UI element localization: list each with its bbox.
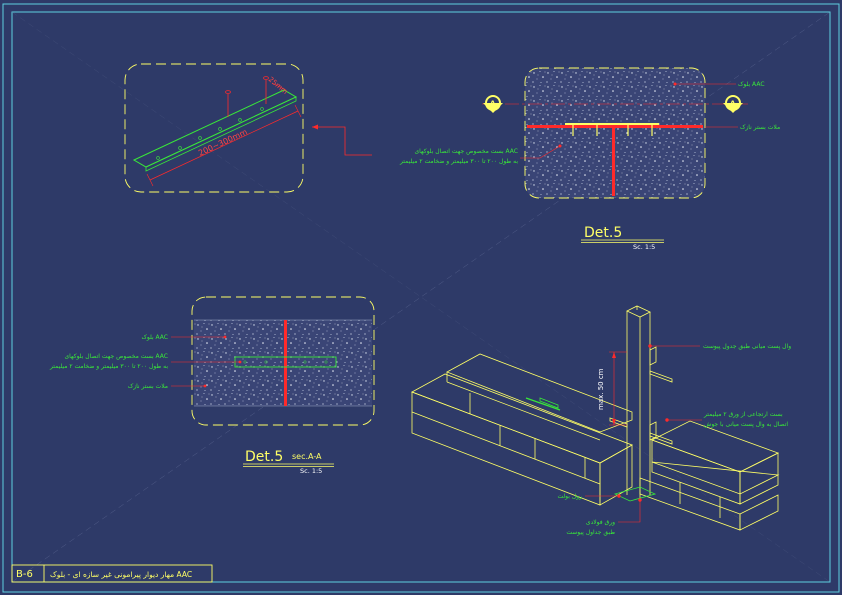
iso-label-angle-line1: بست ارتجاعی از ورق ۲ میلیمتر: [703, 411, 783, 418]
spacing-dimension-label: max. 50 cm: [597, 368, 605, 410]
iso-label-sheet-line1: ورق فولادی: [586, 519, 615, 526]
section-marker-right-label: A: [730, 100, 736, 108]
iso-label-angle-line2: اتصال به وال پست میانی با جوش: [704, 421, 788, 428]
section-marker-left: A: [483, 95, 503, 113]
section-marker-left-label: A: [490, 100, 496, 108]
iso-label-bolt: رول بولت: [557, 493, 582, 500]
det5-label-mortar: ملات بستر نازک: [740, 123, 780, 131]
sec-label-plate-line2: به طول ۲۰۰ تا ۳۰۰ میلیمتر و ضخامت ۲ میلی…: [49, 363, 168, 370]
sheet-title: مهار دیوار پیرامونی غیر سازه ای - بلوک A…: [50, 570, 192, 579]
sec-label-block: بلوک AAC: [141, 333, 168, 341]
iso-label-post: وال پست میانی طبق جدول پیوست: [703, 343, 791, 350]
det5-elevation: [482, 67, 748, 199]
sheet-inner-border: [11, 11, 831, 583]
isometric-wall: [411, 305, 780, 531]
sec-scale: Sc. 1:5: [300, 467, 322, 475]
plate-length-dimension: 200~300mm: [197, 127, 249, 158]
title-block: [11, 564, 213, 583]
det5-label-block: بلوک AAC: [738, 80, 765, 88]
sec-title: Det.5: [245, 449, 283, 465]
sec-section-label: sec.A-A: [292, 452, 322, 461]
det5-section: [171, 296, 375, 426]
section-marker-right: A: [723, 95, 743, 113]
plate-detail: 200~300mm 25mm: [124, 63, 304, 193]
det5-leaders: [520, 83, 738, 159]
isometric-leaders: [585, 344, 702, 523]
sec-label-mortar: ملات بستر نازک: [128, 382, 168, 390]
plate-leader: [312, 124, 372, 156]
det5-scale: Sc. 1:5: [633, 243, 655, 251]
sheet-number: B-6: [16, 569, 33, 580]
det5-label-plate-line1: بست مخصوص جهت اتصال بلوکهای AAC: [414, 148, 518, 155]
top-plate: [525, 397, 561, 411]
det5-label-plate-line2: به طول ۲۰۰ تا ۳۰۰ میلیمتر و ضخامت ۲ میلی…: [399, 158, 518, 165]
spacing-dimension: [609, 351, 627, 426]
sheet-outer-border: [2, 3, 840, 593]
det5-title: Det.5: [584, 225, 622, 241]
sec-label-plate-line1: بست مخصوص جهت اتصال بلوکهای AAC: [64, 353, 168, 360]
iso-label-sheet-line2: طبق جداول پیوست: [566, 529, 615, 536]
